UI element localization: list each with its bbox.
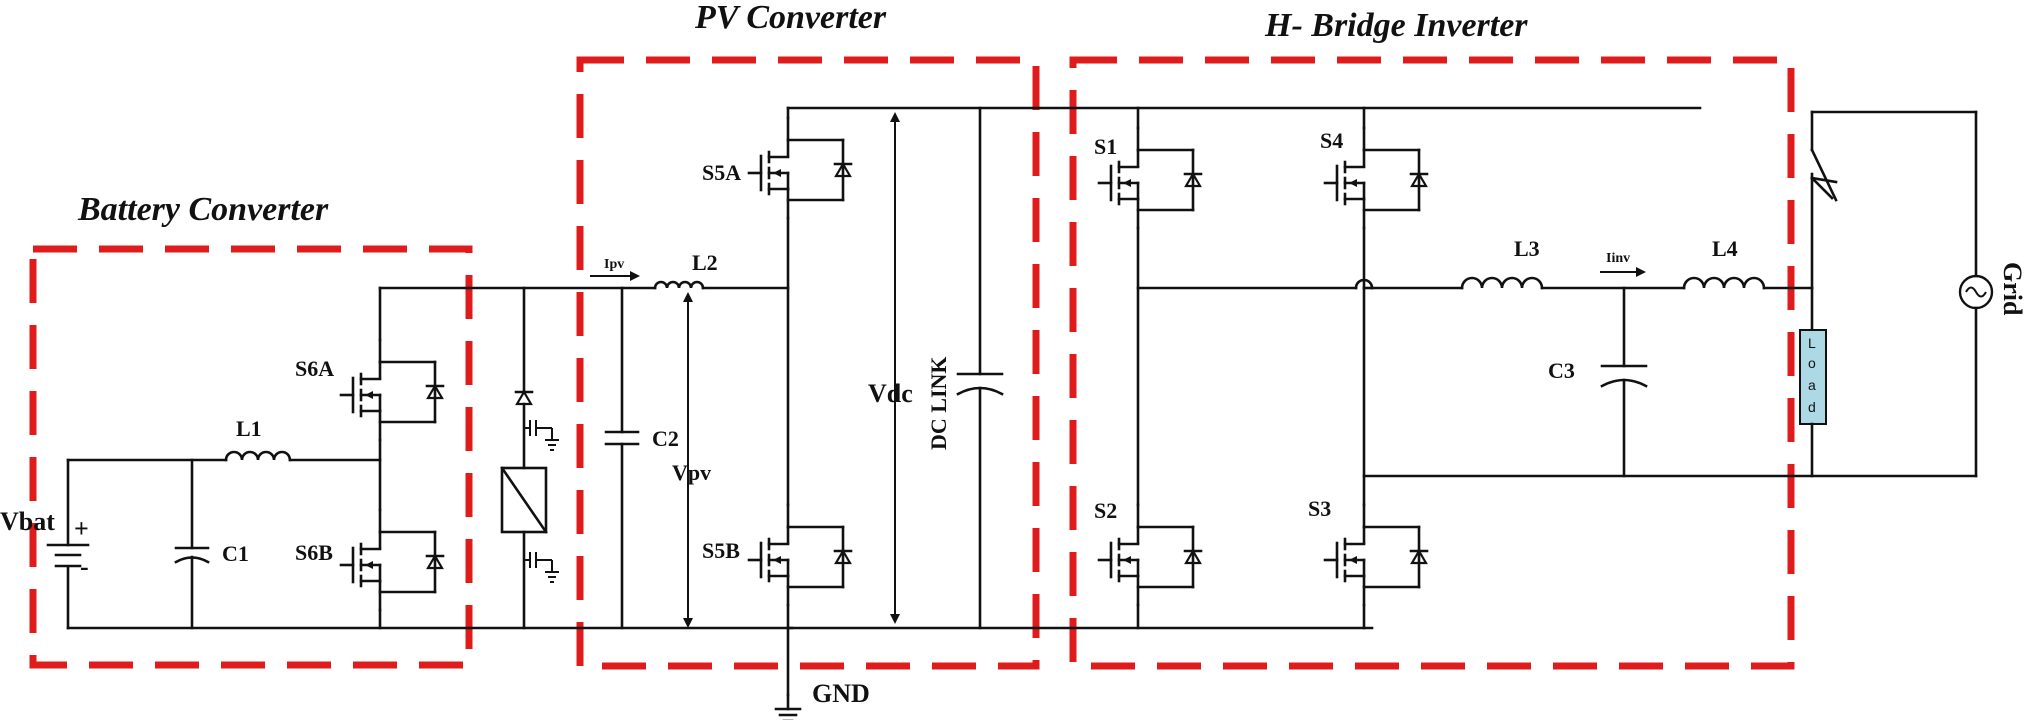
battery-converter-region: [29, 245, 473, 669]
grid-label: Grid: [1998, 262, 2027, 316]
gnd-symbol: [774, 693, 802, 720]
c1-label: C1: [222, 541, 249, 566]
battery-converter-title: Battery Converter: [77, 191, 329, 228]
iinv-label: Iinv: [1606, 251, 1630, 266]
s3-switch: [1323, 503, 1429, 607]
l4-label: L4: [1712, 236, 1738, 261]
l1-label: L1: [236, 416, 262, 441]
hbridge-inverter-region: [1069, 56, 1795, 670]
s6b-label: S6B: [295, 540, 333, 565]
vpv-label: Vpv: [672, 460, 711, 485]
s1-label: S1: [1094, 134, 1117, 159]
pv-converter-region: [576, 56, 1040, 670]
s5a-switch: [747, 116, 853, 220]
gnd-label: GND: [812, 679, 870, 708]
c3-label: C3: [1548, 358, 1575, 383]
s6a-switch: [339, 338, 445, 442]
s3-label: S3: [1308, 496, 1331, 521]
load-letter-4: d: [1808, 399, 1816, 415]
pv-input-circuit: Ipv C2 L2 Vpv: [378, 250, 790, 630]
s6a-label: S6A: [295, 356, 334, 381]
battery-converter-circuit: Vbat + - C1 L1 S6A S6B: [0, 286, 794, 630]
hbridge-inverter-title: H- Bridge Inverter: [1264, 7, 1528, 44]
vbat-label: Vbat: [0, 507, 55, 536]
load-letter-2: o: [1808, 355, 1816, 371]
battery-minus: -: [80, 552, 89, 581]
s2-label: S2: [1094, 498, 1117, 523]
s4-label: S4: [1320, 128, 1343, 153]
l2-label: L2: [692, 250, 718, 275]
s5a-label: S5A: [702, 160, 741, 185]
hbridge-circuit: S1 S2 S4 S3 L3 Iinv C3 L4: [1094, 106, 2027, 630]
load-letter-1: L: [1808, 335, 1816, 351]
l3-label: L3: [1514, 236, 1540, 261]
pv-converter-title: PV Converter: [694, 0, 887, 36]
load-box: [1799, 329, 1827, 425]
s5b-switch: [747, 503, 853, 607]
ipv-label: Ipv: [604, 257, 624, 272]
pv-converter-circuit: S5A S5B GND Vdc DC LINK: [702, 106, 1702, 720]
s6b-switch: [339, 508, 445, 612]
dclink-label: DC LINK: [926, 356, 951, 450]
c2-label: C2: [652, 426, 679, 451]
battery-plus: +: [74, 514, 89, 543]
s5b-label: S5B: [702, 538, 740, 563]
vdc-label: Vdc: [868, 379, 913, 408]
load-letter-3: a: [1808, 377, 1816, 393]
